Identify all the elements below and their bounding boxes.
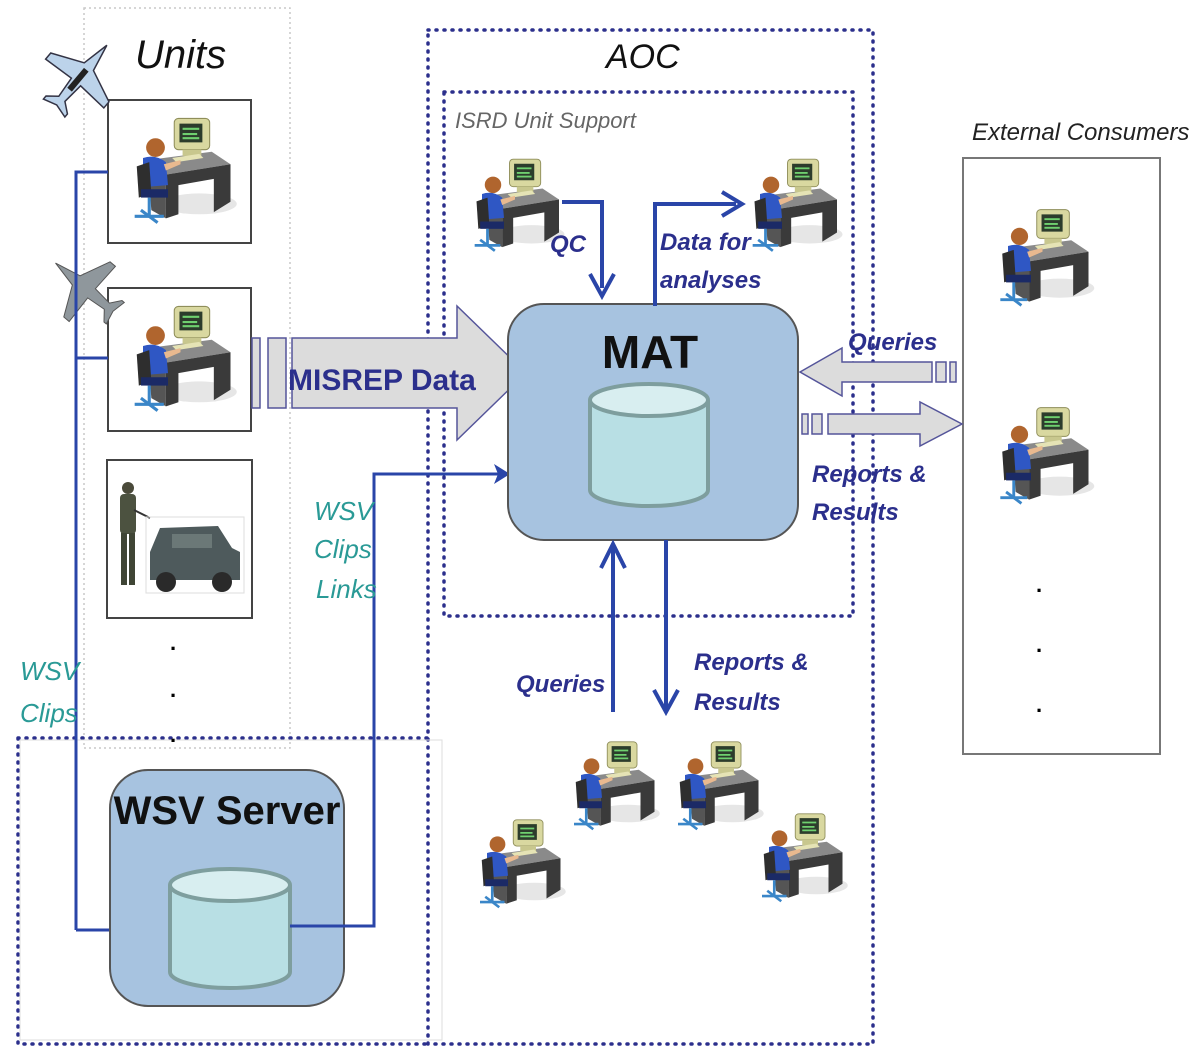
database-icon	[168, 867, 292, 990]
wsv-clips-label: WSV	[20, 656, 82, 686]
external-reports-label: Results	[812, 499, 899, 526]
data-for-analyses-label: analyses	[660, 267, 761, 294]
units-ellipsis: .	[170, 630, 176, 655]
misrep-data-arrow	[251, 304, 528, 442]
external-consumers-title: External Consumers	[972, 119, 1189, 146]
wsv-clips-links-label: WSV	[314, 496, 376, 526]
local-reports-label: Results	[694, 689, 781, 716]
local-reports-label: Reports &	[694, 649, 809, 676]
external-queries-label: Queries	[848, 329, 937, 356]
units-ellipsis: .	[170, 722, 176, 747]
isrd-group-border	[442, 90, 855, 618]
wsv-clips-links-label: Clips	[314, 534, 372, 564]
data-for-analyses-label: Data for	[660, 229, 752, 256]
wsv-clips-links-connector	[290, 472, 500, 928]
local-queries-label: Queries	[516, 671, 605, 698]
soldier-humvee-icon	[120, 482, 245, 594]
units-title: Units	[135, 33, 226, 77]
wsv-region-panel	[19, 739, 443, 1041]
external-reports-arrow	[801, 400, 964, 448]
units-ellipsis: .	[170, 677, 176, 702]
workstation-icon[interactable]	[572, 740, 662, 831]
data-for-analyses-line	[653, 202, 736, 306]
mat-title: MAT	[602, 326, 698, 378]
workstation-icon[interactable]	[760, 812, 850, 903]
aoc-group-border	[426, 28, 875, 1046]
wsv-server-title: WSV Server	[114, 789, 341, 833]
external-reports-label: Reports &	[812, 461, 927, 488]
wsv-region-border	[16, 736, 430, 1046]
qc-arrow-head	[588, 273, 616, 301]
workstation-icon[interactable]	[478, 818, 568, 909]
local-queries-arrow-head	[599, 539, 627, 569]
qc-label: QC	[550, 231, 587, 258]
arrow-head-into-mat	[494, 464, 510, 484]
external-ellipsis: .	[1036, 692, 1042, 717]
database-icon	[588, 382, 710, 508]
data-for-analyses-arrow-head	[720, 190, 746, 218]
local-reports-arrow-head	[652, 689, 680, 717]
wsv-clips-links-label: Links	[316, 574, 377, 604]
units-group-border	[83, 7, 291, 749]
workstation-icon[interactable]	[676, 740, 766, 831]
misrep-data-label: MISREP Data	[288, 364, 476, 397]
aoc-title: AOC	[604, 38, 680, 76]
fighter-jet-icon	[55, 261, 126, 325]
workstation-icon[interactable]	[751, 157, 844, 253]
qc-flow-line	[562, 200, 604, 288]
external-ellipsis: .	[1036, 572, 1042, 597]
isrd-title: ISRD Unit Support	[455, 108, 637, 133]
external-ellipsis: .	[1036, 632, 1042, 657]
fighter-jet-icon	[42, 44, 110, 119]
external-queries-arrow	[798, 346, 957, 398]
wsv-clips-label: Clips	[20, 698, 78, 728]
